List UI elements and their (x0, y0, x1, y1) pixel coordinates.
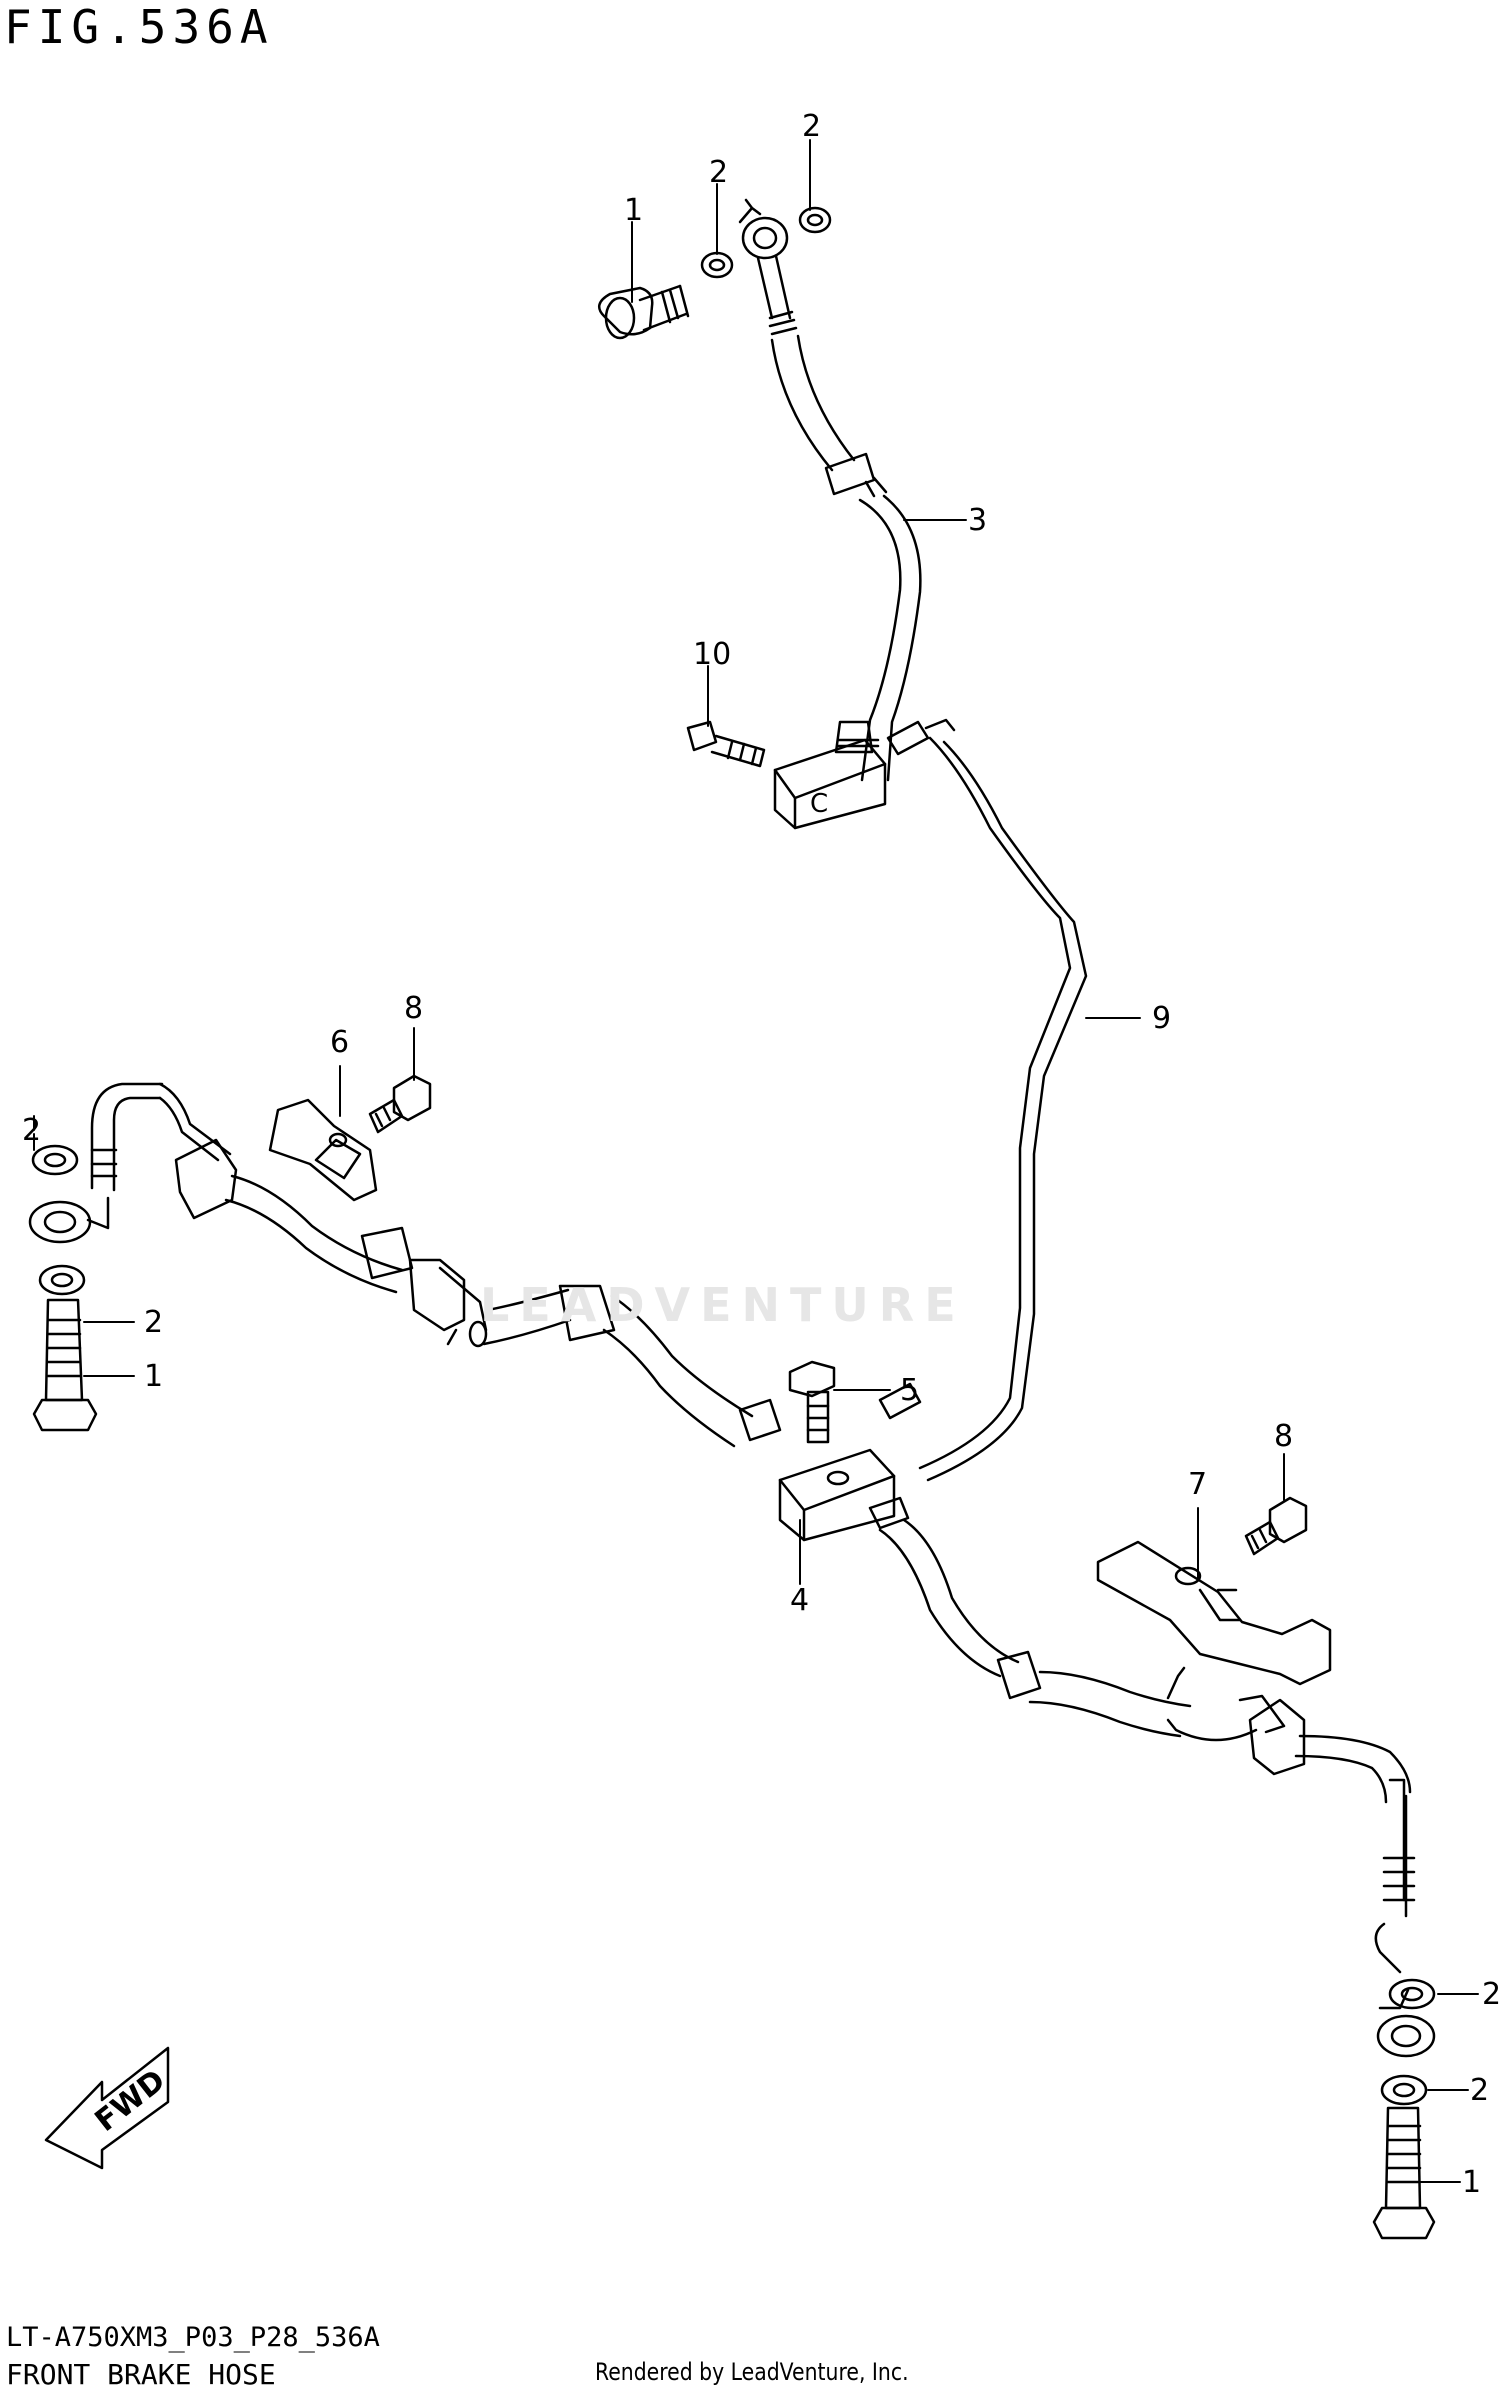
banjo-bolt-right (1372, 2106, 1436, 2240)
callout-2-left-b: 2 (144, 1305, 163, 1340)
washer-right-1-inner (1400, 1986, 1424, 2002)
washer-top-1-inner (708, 258, 726, 272)
figure-caption: FRONT BRAKE HOSE (6, 2358, 276, 2391)
washer-right-2 (1380, 2074, 1428, 2106)
callout-5: 5 (900, 1373, 919, 1408)
banjo-bolt-left (32, 1298, 98, 1432)
callout-1-left: 1 (144, 1359, 163, 1394)
callout-3: 3 (968, 503, 987, 538)
callout-4: 4 (790, 1583, 809, 1618)
rendered-by-credit: Rendered by LeadVenture, Inc. (595, 2358, 909, 2386)
washer-top-1 (700, 251, 734, 279)
callout-2-top-b: 2 (802, 109, 821, 144)
bolt-8-left (368, 1074, 432, 1134)
callout-9: 9 (1152, 1001, 1171, 1036)
washer-left-1-inner (43, 1152, 67, 1168)
callout-2-right-a: 2 (1482, 1977, 1500, 2012)
washer-left-2-inner (50, 1272, 74, 1288)
watermark: LEADVENTURE (480, 1278, 966, 1332)
washer-right-1 (1388, 1978, 1436, 2010)
washer-left-1 (31, 1144, 79, 1176)
callout-2-left-a: 2 (22, 1113, 41, 1148)
washer-top-2-inner (806, 213, 824, 227)
brake-hose-3 (738, 198, 922, 782)
washer-right-2-inner (1392, 2082, 1416, 2098)
callout-1-top: 1 (624, 193, 643, 228)
fwd-arrow-icon (44, 2046, 170, 2170)
callout-2-right-b: 2 (1470, 2073, 1489, 2108)
callout-8-right: 8 (1274, 1419, 1293, 1454)
joint-block-top: C (773, 738, 887, 830)
bracket-7 (1096, 1540, 1332, 1686)
figure-title: FIG.536A (4, 0, 274, 54)
fwd-label: FWD (89, 2063, 172, 2139)
bolt-10 (686, 720, 766, 768)
callout-10: 10 (693, 637, 731, 672)
bolt-8-right (1244, 1496, 1308, 1556)
banjo-bolt-top (597, 284, 690, 340)
bracket-6 (268, 1098, 378, 1202)
callout-7: 7 (1188, 1467, 1207, 1502)
callout-8-left: 8 (404, 991, 423, 1026)
callout-1-right: 1 (1462, 2165, 1481, 2200)
callout-2-top-a: 2 (709, 155, 728, 190)
brake-pipe-9 (878, 718, 1088, 1482)
joint-block-4 (778, 1448, 896, 1542)
callout-6: 6 (330, 1025, 349, 1060)
washer-top-2 (798, 206, 832, 234)
front-brake-hose-right (868, 1496, 1436, 2058)
bolt-5 (788, 1360, 836, 1444)
front-brake-hose-left (28, 1082, 782, 1448)
model-code: LT-A750XM3_P03_P28_536A (6, 2322, 380, 2353)
washer-left-2 (38, 1264, 86, 1296)
svg-text:C: C (810, 789, 828, 819)
